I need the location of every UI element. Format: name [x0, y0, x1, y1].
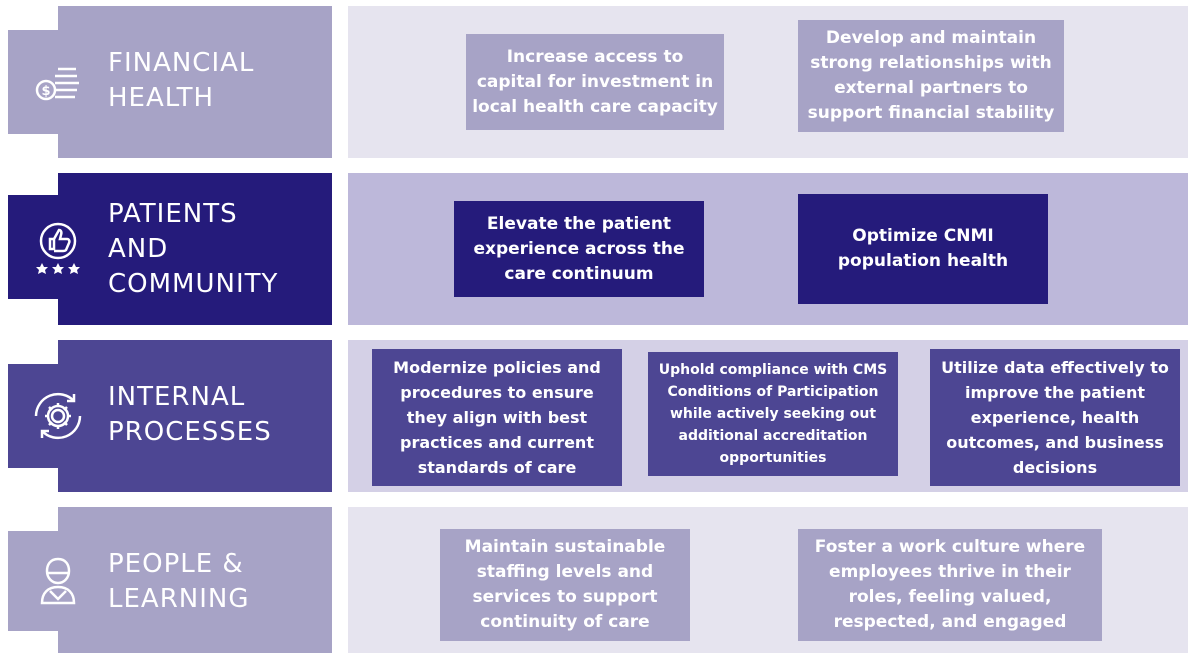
title-line: AND: [108, 234, 169, 264]
label-body: [58, 6, 332, 158]
title-line: INTERNAL: [108, 382, 246, 412]
panel-internal-processes: Modernize policies and procedures to ens…: [348, 340, 1188, 492]
row-internal-processes: INTERNAL PROCESSES Modernize policies an…: [0, 340, 1188, 492]
thumbs-up-stars-icon: [36, 222, 80, 274]
title-line: COMMUNITY: [108, 269, 279, 299]
objective-box: Foster a work culture where employees th…: [798, 529, 1102, 641]
objective-box: Maintain sustainable staffing levels and…: [440, 529, 690, 641]
panel-patients-community: Elevate the patient experience across th…: [348, 173, 1188, 325]
label-title: PEOPLE & LEARNING: [108, 547, 249, 617]
objective-box: Develop and maintain strong relationship…: [798, 20, 1064, 132]
objective-box: Increase access to capital for investmen…: [466, 34, 724, 130]
row-patients-community: PATIENTS AND COMMUNITY Elevate the patie…: [0, 173, 1188, 325]
label-title: PATIENTS AND COMMUNITY: [108, 197, 278, 302]
objective-box: Uphold compliance with CMS Conditions of…: [648, 352, 898, 476]
label-title: FINANCIAL HEALTH: [108, 46, 254, 116]
label-body: [58, 173, 332, 325]
title-line: LEARNING: [108, 584, 250, 614]
objective-box: Elevate the patient experience across th…: [454, 201, 704, 297]
title-line: HEALTH: [108, 83, 215, 113]
panel-people-learning: Maintain sustainable staffing levels and…: [348, 507, 1188, 653]
title-line: FINANCIAL: [108, 48, 255, 78]
panel-financial-health: Increase access to capital for investmen…: [348, 6, 1188, 158]
row-financial-health: $ FINANCIAL HEALTH Increase access to ca…: [0, 6, 1188, 158]
gear-cycle-icon: [34, 392, 82, 440]
row-people-learning: PEOPLE & LEARNING Maintain sustainable s…: [0, 507, 1188, 653]
title-line: PATIENTS: [108, 199, 238, 229]
person-icon: [40, 557, 76, 605]
label-body: [58, 507, 332, 653]
label-body: [58, 340, 332, 492]
svg-text:$: $: [41, 84, 50, 99]
objective-box: Modernize policies and procedures to ens…: [372, 349, 622, 486]
title-line: PEOPLE &: [108, 549, 244, 579]
money-stack-icon: $: [35, 67, 79, 101]
label-tab: [8, 195, 60, 299]
label-internal-processes: INTERNAL PROCESSES: [8, 340, 332, 492]
label-title: INTERNAL PROCESSES: [108, 380, 272, 450]
label-patients-community: PATIENTS AND COMMUNITY: [8, 173, 332, 325]
title-line: PROCESSES: [108, 417, 272, 447]
label-financial-health: $ FINANCIAL HEALTH: [8, 6, 332, 158]
label-people-learning: PEOPLE & LEARNING: [8, 507, 332, 653]
objective-box: Optimize CNMI population health: [798, 194, 1048, 304]
objective-box: Utilize data effectively to improve the …: [930, 349, 1180, 486]
